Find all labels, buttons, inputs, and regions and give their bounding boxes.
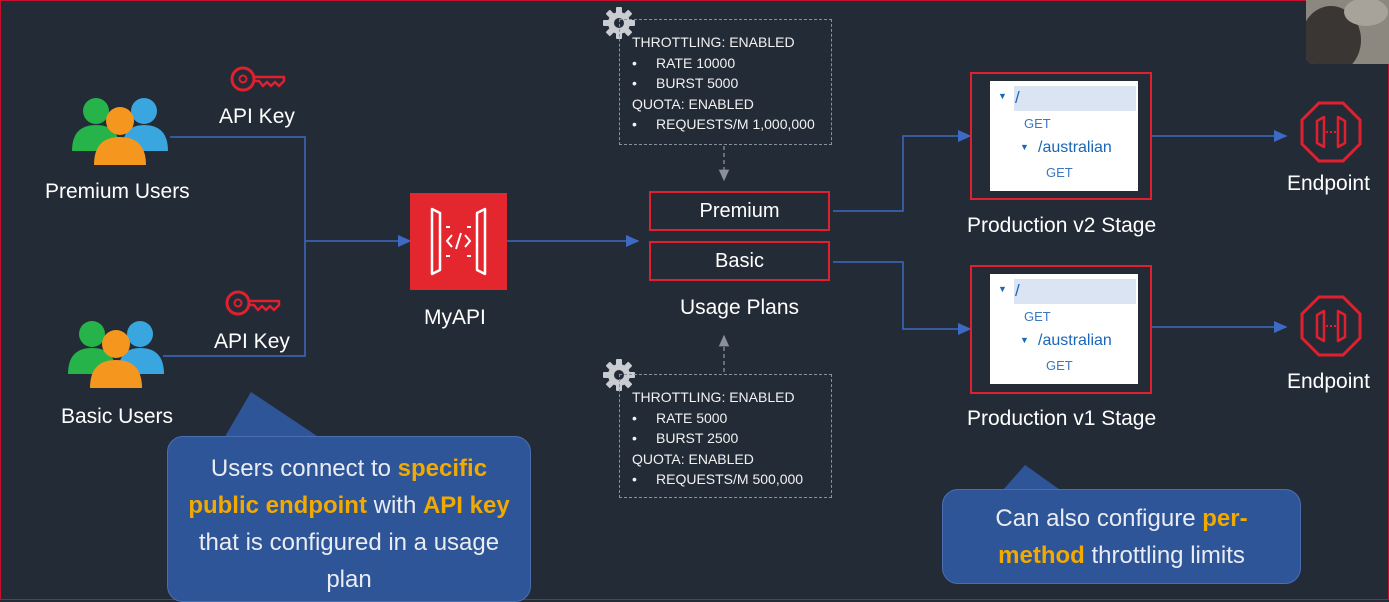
premium-quota: QUOTA: ENABLED: [632, 95, 754, 112]
chevron-down-icon[interactable]: ▼: [998, 91, 1007, 101]
premium-rate: RATE 10000: [656, 54, 736, 71]
tree-method-get[interactable]: GET: [1024, 309, 1051, 324]
basic-users-connector: [163, 241, 306, 357]
endpoint-bottom-label: Endpoint: [1287, 370, 1370, 393]
chevron-down-icon[interactable]: ▼: [1020, 335, 1029, 345]
tree-method-get[interactable]: GET: [1024, 116, 1051, 131]
chevron-down-icon[interactable]: ▼: [1020, 142, 1029, 152]
tree-root[interactable]: /: [1015, 88, 1020, 107]
api-key-top-label: API Key: [219, 105, 295, 128]
premium-burst: BURST 5000: [656, 75, 739, 91]
basic-throttling: THROTTLING: ENABLED: [632, 389, 795, 405]
bullet: •: [632, 75, 637, 91]
tree-method-get[interactable]: GET: [1046, 165, 1073, 180]
callout-left-text: with: [366, 492, 423, 519]
bullet: •: [632, 54, 637, 71]
stage-v2-panel[interactable]: ▼ / GET ▼ /australian GET: [970, 72, 1152, 200]
callout-left-pointer: [223, 392, 323, 440]
premium-config-box: THROTTLING: ENABLED • RATE 10000 • BURST 5…: [619, 19, 832, 145]
premium-plan-box[interactable]: Premium: [649, 191, 830, 231]
premium-to-v2-arrow: [833, 130, 972, 212]
stage-v2-label: Production v2 Stage: [967, 214, 1157, 237]
basic-to-v1-arrow: [833, 261, 972, 335]
endpoint-top-icon: [1300, 101, 1362, 163]
callout-right-highlight: per-method: [998, 505, 1248, 569]
bullet: •: [632, 430, 637, 446]
tree-resource[interactable]: /australian: [1038, 332, 1112, 349]
api-gateway-icon: [410, 193, 507, 290]
presenter-webcam: [1306, 0, 1389, 64]
usage-plans-label: Usage Plans: [679, 296, 800, 319]
premium-requests: REQUESTS/M 1,000,000: [656, 116, 815, 132]
basic-config-box: THROTTLING: ENABLED • RATE 5000 • BURST 25…: [619, 374, 832, 498]
bullet: •: [632, 409, 637, 426]
callout-left: Users connect to specific public endpoin…: [167, 436, 531, 602]
myapi-label: MyAPI: [424, 306, 486, 329]
endpoint-top-label: Endpoint: [1287, 172, 1370, 195]
tree-resource[interactable]: /australian: [1038, 139, 1112, 156]
stage-v1-label: Production v1 Stage: [967, 407, 1157, 430]
callout-left-highlight: API key: [422, 492, 510, 519]
premium-throttling: THROTTLING: ENABLED: [632, 34, 795, 50]
basic-users-icon: [68, 321, 164, 388]
callout-left-text: that is configured in a usage plan: [198, 529, 500, 593]
api-key-bottom-label: API Key: [214, 330, 290, 353]
premium-users-label: Premium Users: [45, 180, 190, 203]
basic-requests: REQUESTS/M 500,000: [656, 471, 804, 487]
stage-v1-panel[interactable]: ▼ / GET ▼ /australian GET: [970, 265, 1152, 394]
premium-users-icon: [72, 98, 168, 165]
stage-v1-resource-tree: ▼ / GET ▼ /australian GET: [990, 274, 1138, 384]
basic-quota: QUOTA: ENABLED: [632, 450, 754, 467]
stage-v2-resource-tree: ▼ / GET ▼ /australian GET: [990, 81, 1138, 191]
basic-users-label: Basic Users: [61, 405, 174, 428]
tree-selection: [1014, 86, 1136, 111]
tree-method-get[interactable]: GET: [1046, 358, 1073, 373]
callout-left-text: Users connect to: [210, 455, 398, 482]
basic-burst: BURST 2500: [656, 430, 739, 446]
bullet: •: [632, 116, 637, 132]
tree-selection: [1014, 279, 1136, 304]
chevron-down-icon[interactable]: ▼: [998, 284, 1007, 294]
bullet: •: [632, 471, 637, 487]
callout-right-text: throttling limits: [1084, 542, 1245, 569]
basic-plan-box[interactable]: Basic: [649, 241, 830, 281]
endpoint-bottom-icon: [1300, 295, 1362, 357]
tree-root[interactable]: /: [1015, 281, 1020, 300]
api-key-top-icon: [230, 66, 286, 92]
callout-left-highlight: specific public endpoint: [188, 455, 488, 519]
basic-rate: RATE 5000: [656, 409, 728, 426]
api-key-bottom-icon: [225, 290, 281, 316]
callout-right-text: Can also configure: [995, 505, 1203, 532]
callout-right: Can also configure per-method throttling…: [942, 489, 1301, 584]
premium-users-connector: [170, 136, 306, 241]
